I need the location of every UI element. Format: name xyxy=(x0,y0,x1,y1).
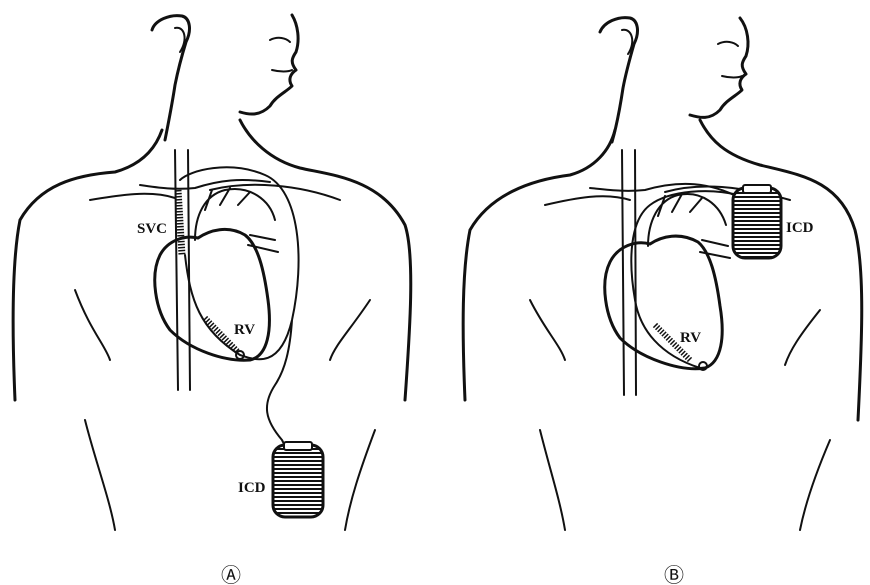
torso-a xyxy=(13,120,411,400)
waist-b-left xyxy=(540,430,565,530)
chest-line-a-right xyxy=(330,300,370,360)
icd-label-a: ICD xyxy=(238,480,266,496)
panel-a-label: Ⓐ xyxy=(221,564,241,585)
rv-label-a: RV xyxy=(234,322,255,338)
rv-label-b: RV xyxy=(680,330,701,346)
svc-label: SVC xyxy=(137,221,167,237)
eye-b xyxy=(718,42,738,46)
torso-b xyxy=(463,120,862,420)
ear-b xyxy=(622,30,632,54)
face-b xyxy=(690,18,748,117)
waist-a-right xyxy=(345,430,375,530)
panel-b-label: Ⓑ xyxy=(664,564,684,585)
chest-line-b-left xyxy=(530,300,565,360)
icd-device-b xyxy=(733,188,781,258)
vena-cava-b xyxy=(622,150,636,395)
face-a xyxy=(240,15,298,114)
chest-line-b-right xyxy=(785,310,820,365)
eye-a xyxy=(270,38,290,42)
panel-a: SVC RV ICD Ⓐ xyxy=(13,15,411,585)
chest-line-a-left xyxy=(75,290,110,360)
mouth-b xyxy=(722,76,742,78)
waist-a-left xyxy=(85,420,115,530)
ear-a xyxy=(175,28,185,52)
lead-a xyxy=(180,167,299,452)
icd-label-b: ICD xyxy=(786,220,814,236)
svc-coil-a xyxy=(178,190,182,255)
clavicle-a xyxy=(90,185,340,200)
icd-device-a xyxy=(273,445,323,517)
aorta-a xyxy=(195,188,278,252)
icd-header-b xyxy=(743,185,771,193)
panel-b: ICD RV Ⓑ xyxy=(463,18,862,585)
mouth-a xyxy=(272,70,292,72)
waist-b-right xyxy=(800,440,830,530)
icd-header-a xyxy=(284,442,312,450)
aorta-b xyxy=(648,194,730,258)
heart-a xyxy=(155,229,270,360)
